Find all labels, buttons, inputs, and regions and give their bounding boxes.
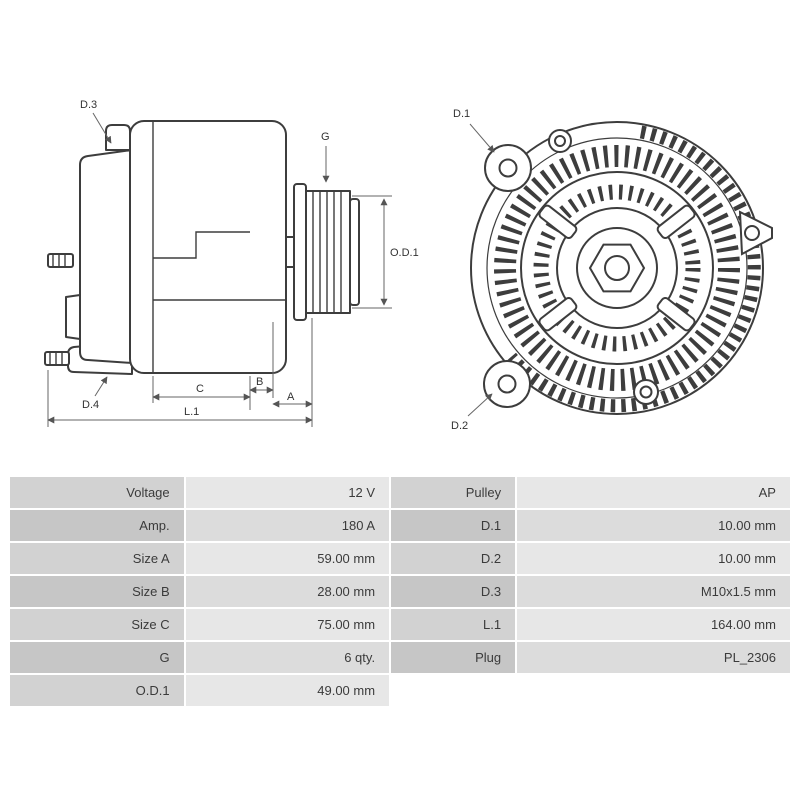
spec-value-cell: 164.00 mm (517, 609, 790, 640)
spec-value-cell: 75.00 mm (185, 609, 390, 640)
spec-value-cell: 12 V (185, 477, 390, 508)
spec-value-cell: 59.00 mm (185, 543, 390, 574)
spec-label-cell: L.1 (391, 609, 516, 640)
dim-label-od1: O.D.1 (390, 247, 419, 259)
spec-table: Voltage 12 V Pulley AP Amp. 180 A D.1 10… (10, 477, 790, 706)
dim-label-b: B (256, 376, 263, 388)
spec-value-cell: 49.00 mm (185, 675, 390, 706)
spec-value-cell: 10.00 mm (517, 543, 790, 574)
side-view: D.3 D.4 G O.D.1 C B A L.1 (44, 99, 419, 427)
spec-value-cell-empty (517, 675, 790, 706)
spec-label-cell: G (10, 642, 184, 673)
technical-drawing: D.3 D.4 G O.D.1 C B A L.1 (44, 99, 773, 432)
spec-label-cell-empty (391, 675, 516, 706)
spec-label-cell: Size B (10, 576, 184, 607)
dim-label-d1: D.1 (453, 108, 470, 120)
dim-label-d4: D.4 (82, 399, 99, 411)
spec-label-cell: O.D.1 (10, 675, 184, 706)
spec-label-cell: Voltage (10, 477, 184, 508)
spec-value-cell: 180 A (185, 510, 390, 541)
spec-label-cell: D.1 (391, 510, 516, 541)
spec-label-cell: D.2 (391, 543, 516, 574)
alternator-diagram: D.3 D.4 G O.D.1 C B A L.1 (44, 99, 773, 432)
spec-value-cell: 10.00 mm (517, 510, 790, 541)
spec-label-cell: Plug (391, 642, 516, 673)
spec-value-cell: PL_2306 (517, 642, 790, 673)
dim-label-a: A (287, 391, 295, 403)
front-view: D.1 D.2 (451, 108, 773, 432)
spec-label-cell: Size C (10, 609, 184, 640)
dim-label-g: G (321, 131, 330, 143)
dim-label-d3: D.3 (80, 99, 97, 111)
spec-value-cell: M10x1.5 mm (517, 576, 790, 607)
spec-label-cell: Amp. (10, 510, 184, 541)
spec-label-cell: D.3 (391, 576, 516, 607)
spec-label-cell: Size A (10, 543, 184, 574)
spec-value-cell: 28.00 mm (185, 576, 390, 607)
dim-label-c: C (196, 383, 204, 395)
spec-value-cell: AP (517, 477, 790, 508)
spec-value-cell: 6 qty. (185, 642, 390, 673)
dim-label-d2: D.2 (451, 420, 468, 432)
spec-label-cell: Pulley (391, 477, 516, 508)
dim-label-l1: L.1 (184, 406, 199, 418)
